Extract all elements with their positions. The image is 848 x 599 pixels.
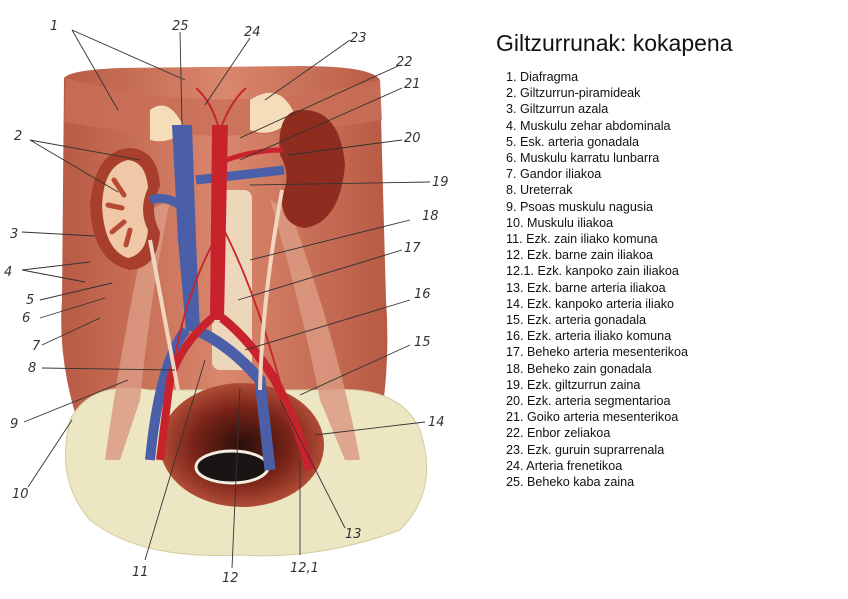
legend-item: 7. Gandor iliakoa [506, 167, 602, 182]
ureters [148, 189, 284, 391]
legend-item: 14. Ezk. kanpoko arteria iliako [506, 296, 675, 311]
right-common-iliac-artery [156, 314, 215, 461]
left-renal-vein [195, 165, 285, 185]
callout-12-1: 12,1 [290, 561, 319, 576]
legend-item: 13. Ezk. barne arteria iliakoa [506, 280, 666, 295]
aorta [210, 125, 228, 320]
callout-20: 20 [404, 131, 421, 146]
callout-12: 12 [222, 571, 239, 586]
legend-item: 9. Psoas muskulu nagusia [506, 199, 654, 214]
callout-5: 5 [26, 293, 34, 308]
callout-9: 9 [10, 417, 18, 432]
legend-item: 19. Ezk. giltzurrun zaina [506, 377, 641, 392]
legend-item: 6. Muskulu karratu lunbarra [506, 151, 660, 166]
inferior-vena-cava [172, 125, 200, 332]
legend-item: 23. Ezk. guruin suprarrenala [506, 442, 665, 457]
legend-item: 17. Beheko arteria mesenterikoa [506, 345, 689, 360]
legend-item: 2. Giltzurrun-piramideak [506, 86, 641, 101]
callout-13: 13 [345, 527, 362, 542]
left-renal-artery [225, 147, 284, 163]
phrenic-artery [195, 87, 247, 126]
callout-19: 19 [432, 175, 449, 190]
legend-item: 21. Goiko arteria mesenterikoa [506, 410, 679, 425]
callout-24: 24 [244, 25, 261, 40]
legend-item: 22. Enbor zeliakoa [506, 426, 611, 441]
legend-item: 24. Arteria frenetikoa [506, 458, 623, 473]
legend-item: 3. Giltzurrun azala [506, 102, 609, 117]
callout-15: 15 [414, 335, 431, 350]
callout-22: 22 [396, 55, 413, 70]
callout-labels: 1 2 3 4 5 6 7 8 9 10 11 12 12,1 13 14 15… [4, 19, 449, 586]
legend-item: 20. Ezk. arteria segmentarioa [506, 394, 671, 409]
callout-2: 2 [14, 129, 22, 144]
kidney-anatomy-illustration: 1 2 3 4 5 6 7 8 9 10 11 12 12,1 13 14 15… [4, 19, 449, 586]
right-renal-vein [148, 193, 183, 209]
legend-item: 25. Beheko kaba zaina [506, 475, 635, 490]
callout-4: 4 [4, 265, 12, 280]
callout-14: 14 [428, 415, 445, 430]
callout-25: 25 [172, 19, 189, 34]
callout-10: 10 [12, 487, 29, 502]
legend-item: 1. Diafragma [506, 70, 579, 84]
leader-lines [21, 29, 431, 569]
legend-item: 8. Ureterrak [506, 183, 573, 198]
legend-item: 10. Muskulu iliakoa [506, 215, 614, 230]
legend-item: 12. Ezk. barne zain iliakoa [506, 248, 654, 263]
legend-item: 11. Ezk. zain iliako komuna [506, 232, 658, 247]
page-title: Giltzurrunak: kokapena [496, 30, 733, 56]
callout-1: 1 [50, 19, 58, 34]
legend-item: 5. Esk. arteria gonadala [506, 134, 640, 149]
callout-16: 16 [414, 287, 431, 302]
callout-23: 23 [350, 31, 367, 46]
right-kidney-pyramids [105, 177, 133, 248]
left-psoas-muscle [270, 200, 360, 460]
legend-list: 1. Diafragma 2. Giltzurrun-piramideak 3.… [506, 69, 688, 490]
legend-item: 16. Ezk. arteria iliako komuna [506, 329, 672, 344]
legend-item: 15. Ezk. arteria gonadala [506, 313, 647, 328]
pelvic-opening [194, 449, 270, 485]
callout-21: 21 [404, 77, 421, 92]
callout-6: 6 [22, 311, 30, 326]
callout-18: 18 [422, 209, 439, 224]
callout-8: 8 [28, 361, 36, 376]
left-kidney [279, 109, 345, 228]
callout-17: 17 [404, 241, 421, 256]
callout-11: 11 [132, 565, 149, 580]
right-common-iliac-vein [145, 326, 190, 461]
callout-7: 7 [32, 339, 41, 354]
legend-item: 4. Muskulu zehar abdominala [506, 118, 671, 133]
callout-3: 3 [10, 227, 18, 242]
legend-item: 12.1. Ezk. kanpoko zain iliakoa [506, 264, 679, 279]
legend-item: 18. Beheko zain gonadala [506, 361, 652, 376]
